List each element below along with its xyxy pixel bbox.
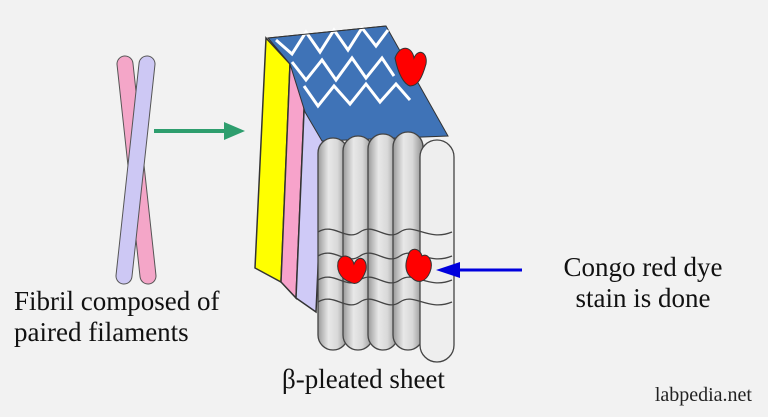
fibril-label: Fibril composed of paired filaments xyxy=(14,286,264,348)
pleat-5 xyxy=(419,139,455,363)
fibril-label-line-1: Fibril composed of xyxy=(14,286,220,316)
congo-red-spot-1 xyxy=(337,255,367,284)
zigzag-strand-1 xyxy=(275,25,390,57)
sheet-pleats xyxy=(317,131,455,363)
congo-red-label: Congo red dye stain is done xyxy=(528,252,758,314)
wave-strand-4 xyxy=(317,298,453,306)
congo-red-top xyxy=(394,47,427,87)
arrow-left-icon xyxy=(436,262,522,278)
wave-strand-1 xyxy=(317,228,453,236)
sheet-top-surface xyxy=(267,25,449,142)
zigzag-strand-3 xyxy=(302,81,412,109)
zigzag-strand-2 xyxy=(290,55,396,83)
congo-red-label-line-2: stain is done xyxy=(575,283,711,313)
watermark: labpedia.net xyxy=(654,384,752,406)
beta-sheet-label: β-pleated sheet xyxy=(282,364,445,394)
congo-red-spot-2 xyxy=(405,248,432,282)
fibril-label-line-2: paired filaments xyxy=(14,317,189,347)
pleat-4 xyxy=(392,131,424,351)
paired-filaments xyxy=(115,55,157,285)
wave-strand-3 xyxy=(317,276,453,284)
arrow-right-icon xyxy=(154,122,245,140)
congo-red-label-line-1: Congo red dye xyxy=(563,252,723,282)
